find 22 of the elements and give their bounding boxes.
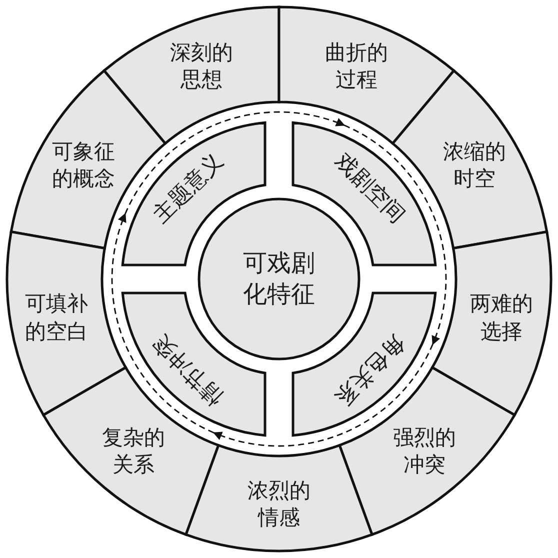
segment-label: 可填补的空白 <box>24 290 89 346</box>
segment-label: 浓烈的情感 <box>246 478 312 532</box>
quadrant-label: 角色关系 <box>328 328 410 410</box>
dashed-arrow <box>344 124 447 346</box>
dashed-arrow <box>124 111 346 214</box>
segment-label: 可象征的概念 <box>50 138 116 193</box>
ring-segment <box>431 230 552 416</box>
quadrant-label: 情节冲突 <box>148 328 230 410</box>
center-label: 可戏剧化特征 <box>242 248 316 310</box>
quadrant-label: 主题意义 <box>148 148 230 230</box>
ring-segment <box>184 444 374 552</box>
segment-label: 复杂的关系 <box>101 424 166 480</box>
segment-label: 浓缩的时空 <box>442 138 508 193</box>
segment-label: 曲折的过程 <box>324 39 389 94</box>
segment-label: 深刻的思想 <box>169 39 234 94</box>
segment-label: 强烈的冲突 <box>392 424 457 480</box>
ring-segment <box>6 230 127 417</box>
dashed-arrow <box>212 344 434 447</box>
dashed-arrow <box>111 212 214 434</box>
quadrant-label: 戏剧空间 <box>328 148 410 230</box>
center-circle <box>198 198 360 360</box>
segment-label: 两难的选择 <box>469 290 534 346</box>
